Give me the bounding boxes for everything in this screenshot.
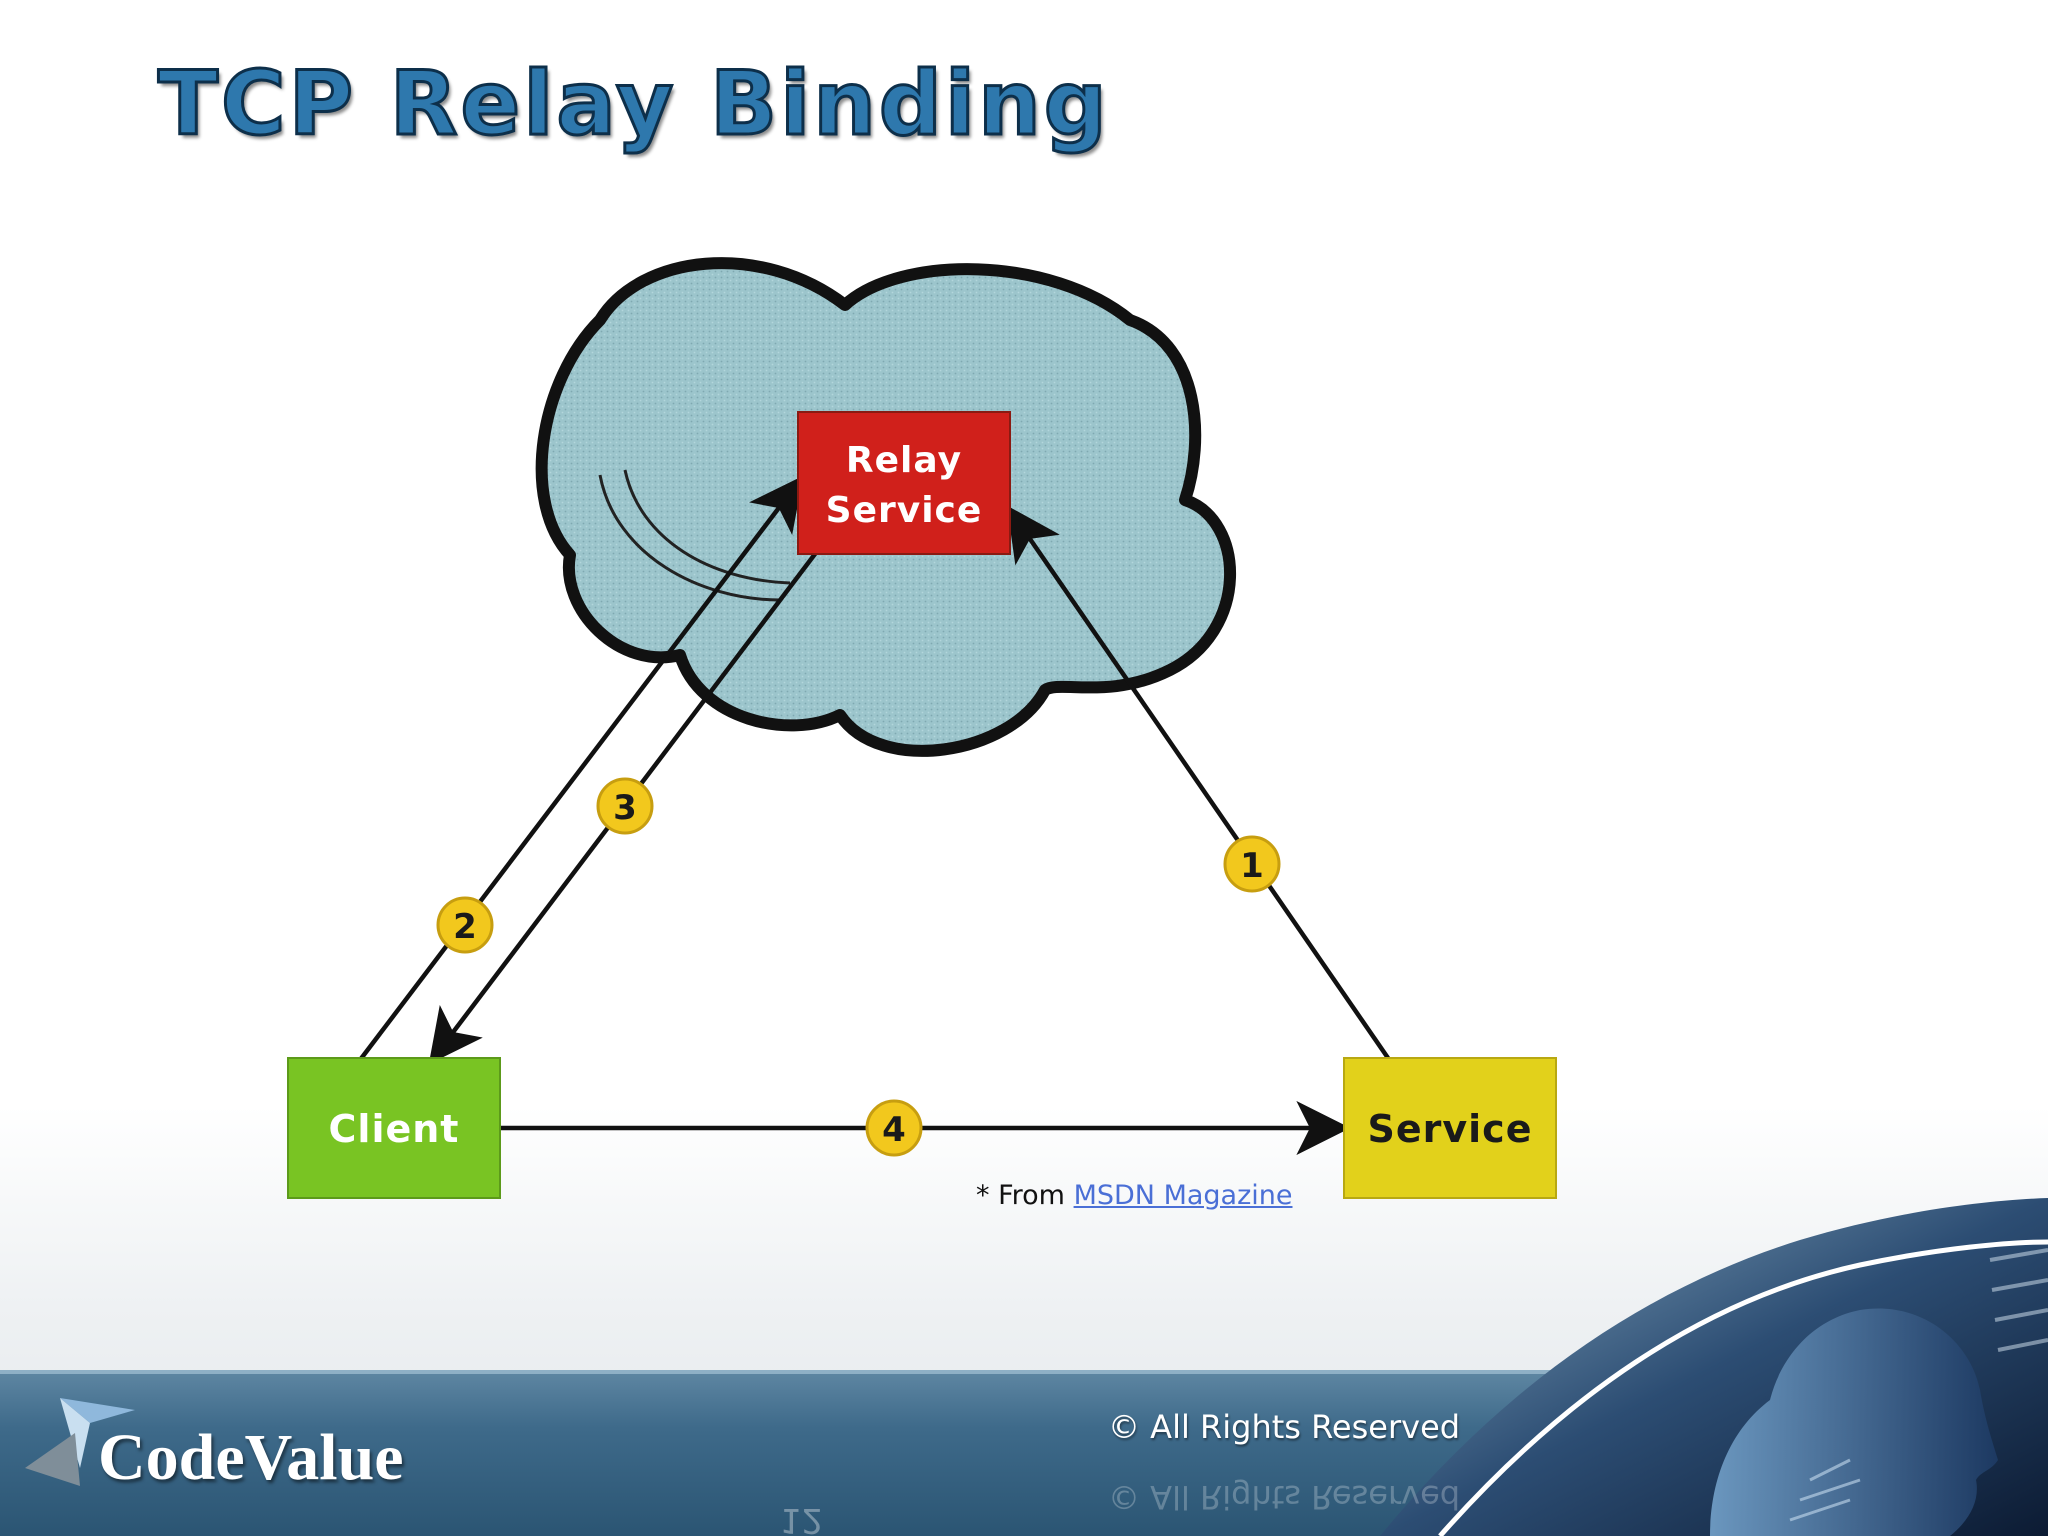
source-prefix: * From [976, 1180, 1074, 1211]
page-number: 12 [780, 1500, 824, 1536]
step-1-label: 1 [1240, 846, 1264, 886]
service-node: Service [1343, 1057, 1557, 1199]
step-badge-2: 2 [436, 896, 494, 954]
brand-logo: CodeValue [20, 1388, 450, 1508]
relay-service-node: Relay Service [797, 411, 1011, 555]
client-node: Client [287, 1057, 501, 1199]
step-badge-3: 3 [596, 777, 654, 835]
client-label: Client [329, 1107, 460, 1151]
hero-art-image [1380, 1198, 2048, 1536]
source-note: * From MSDN Magazine [976, 1180, 1293, 1211]
copyright-text: © All Rights Reserved [1108, 1408, 1461, 1446]
step-4-label: 4 [882, 1110, 906, 1150]
step-badge-4: 4 [865, 1099, 923, 1157]
slide-title: TCP Relay Binding [157, 51, 1110, 157]
step-2-label: 2 [453, 907, 477, 947]
brand-name: CodeValue [98, 1421, 404, 1494]
relay-service-label-line1: Relay [846, 440, 962, 481]
arrow-service-to-relay [1006, 505, 1390, 1060]
service-label: Service [1368, 1107, 1533, 1151]
step-badge-1: 1 [1223, 835, 1281, 893]
step-3-label: 3 [613, 788, 637, 828]
copyright-reflection: © All Rights Reserved [1108, 1478, 1461, 1516]
relay-service-label-line2: Service [826, 490, 983, 531]
arrow-client-to-relay [358, 475, 804, 1062]
source-link[interactable]: MSDN Magazine [1073, 1180, 1293, 1211]
codevalue-logo-icon [25, 1398, 135, 1486]
